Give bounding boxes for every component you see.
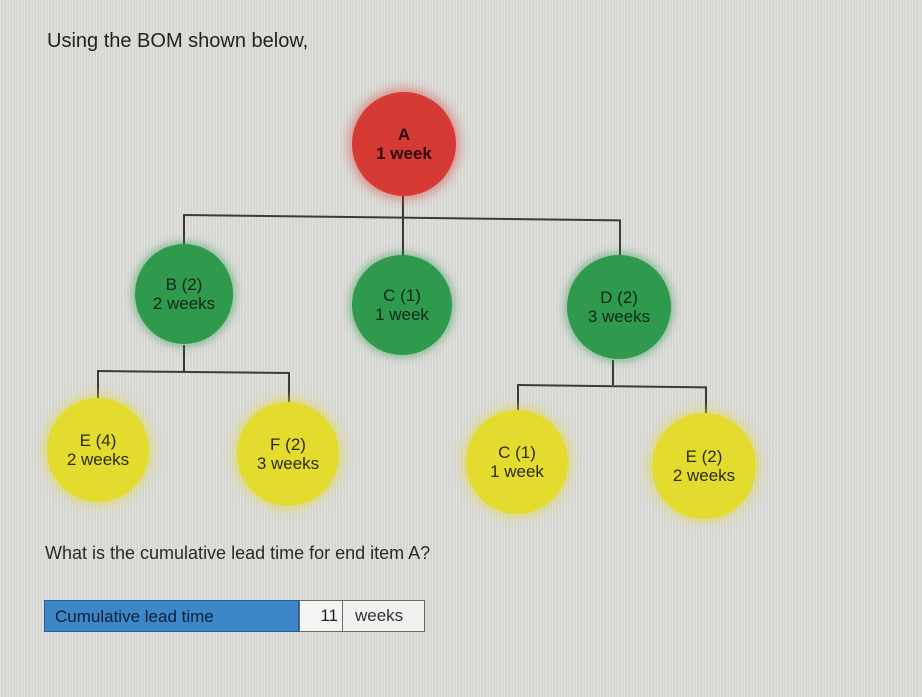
bom-node-e2: E (2) 2 weeks	[652, 413, 756, 519]
question-text: What is the cumulative lead time for end…	[45, 543, 431, 563]
answer-label: Cumulative lead time	[44, 600, 299, 632]
node-name: F (2)	[270, 435, 306, 454]
connector-to-b	[183, 214, 185, 246]
node-lead-time: 2 weeks	[672, 466, 736, 485]
answer-unit: weeks	[343, 600, 425, 632]
node-name: B (2)	[165, 275, 203, 294]
bom-node-b: B (2) 2 weeks	[135, 244, 233, 344]
bom-node-f2: F (2) 3 weeks	[237, 402, 339, 506]
connector-to-d	[619, 220, 621, 255]
connector-to-e4	[97, 370, 99, 404]
connector-b-children-bar	[96, 370, 289, 375]
node-name: E (2)	[685, 447, 723, 466]
answer-row: Cumulative lead time 11 weeks	[44, 600, 425, 632]
lead-time-input[interactable]: 11	[299, 600, 343, 632]
node-lead-time: 2 weeks	[152, 294, 216, 313]
node-name: E (4)	[79, 431, 117, 450]
bom-node-e4: E (4) 2 weeks	[47, 398, 149, 502]
node-name: A	[397, 125, 411, 144]
intro-text: Using the BOM shown below,	[47, 30, 309, 52]
connector-d-down	[612, 360, 614, 385]
connector-to-e2	[705, 387, 707, 415]
connector-to-f2	[288, 372, 290, 402]
node-name: D (2)	[600, 288, 638, 307]
node-lead-time: 1 week	[375, 305, 429, 324]
node-lead-time: 3 weeks	[587, 307, 651, 326]
connector-b-down	[183, 345, 185, 371]
bom-node-d: D (2) 3 weeks	[567, 255, 671, 359]
node-name: C (1)	[498, 443, 536, 462]
connector-d-children-bar	[516, 384, 707, 389]
bom-node-a: A 1 week	[352, 92, 456, 196]
node-lead-time: 1 week	[376, 144, 432, 163]
node-lead-time: 2 weeks	[66, 450, 130, 469]
connector-a-down	[402, 196, 404, 216]
connector-to-c1	[517, 384, 519, 412]
bom-node-c: C (1) 1 week	[352, 255, 452, 355]
node-name: C (1)	[383, 286, 421, 305]
node-lead-time: 3 weeks	[256, 454, 320, 473]
node-lead-time: 1 week	[490, 462, 544, 481]
connector-to-c	[402, 214, 404, 266]
bom-node-c1: C (1) 1 week	[466, 410, 568, 514]
